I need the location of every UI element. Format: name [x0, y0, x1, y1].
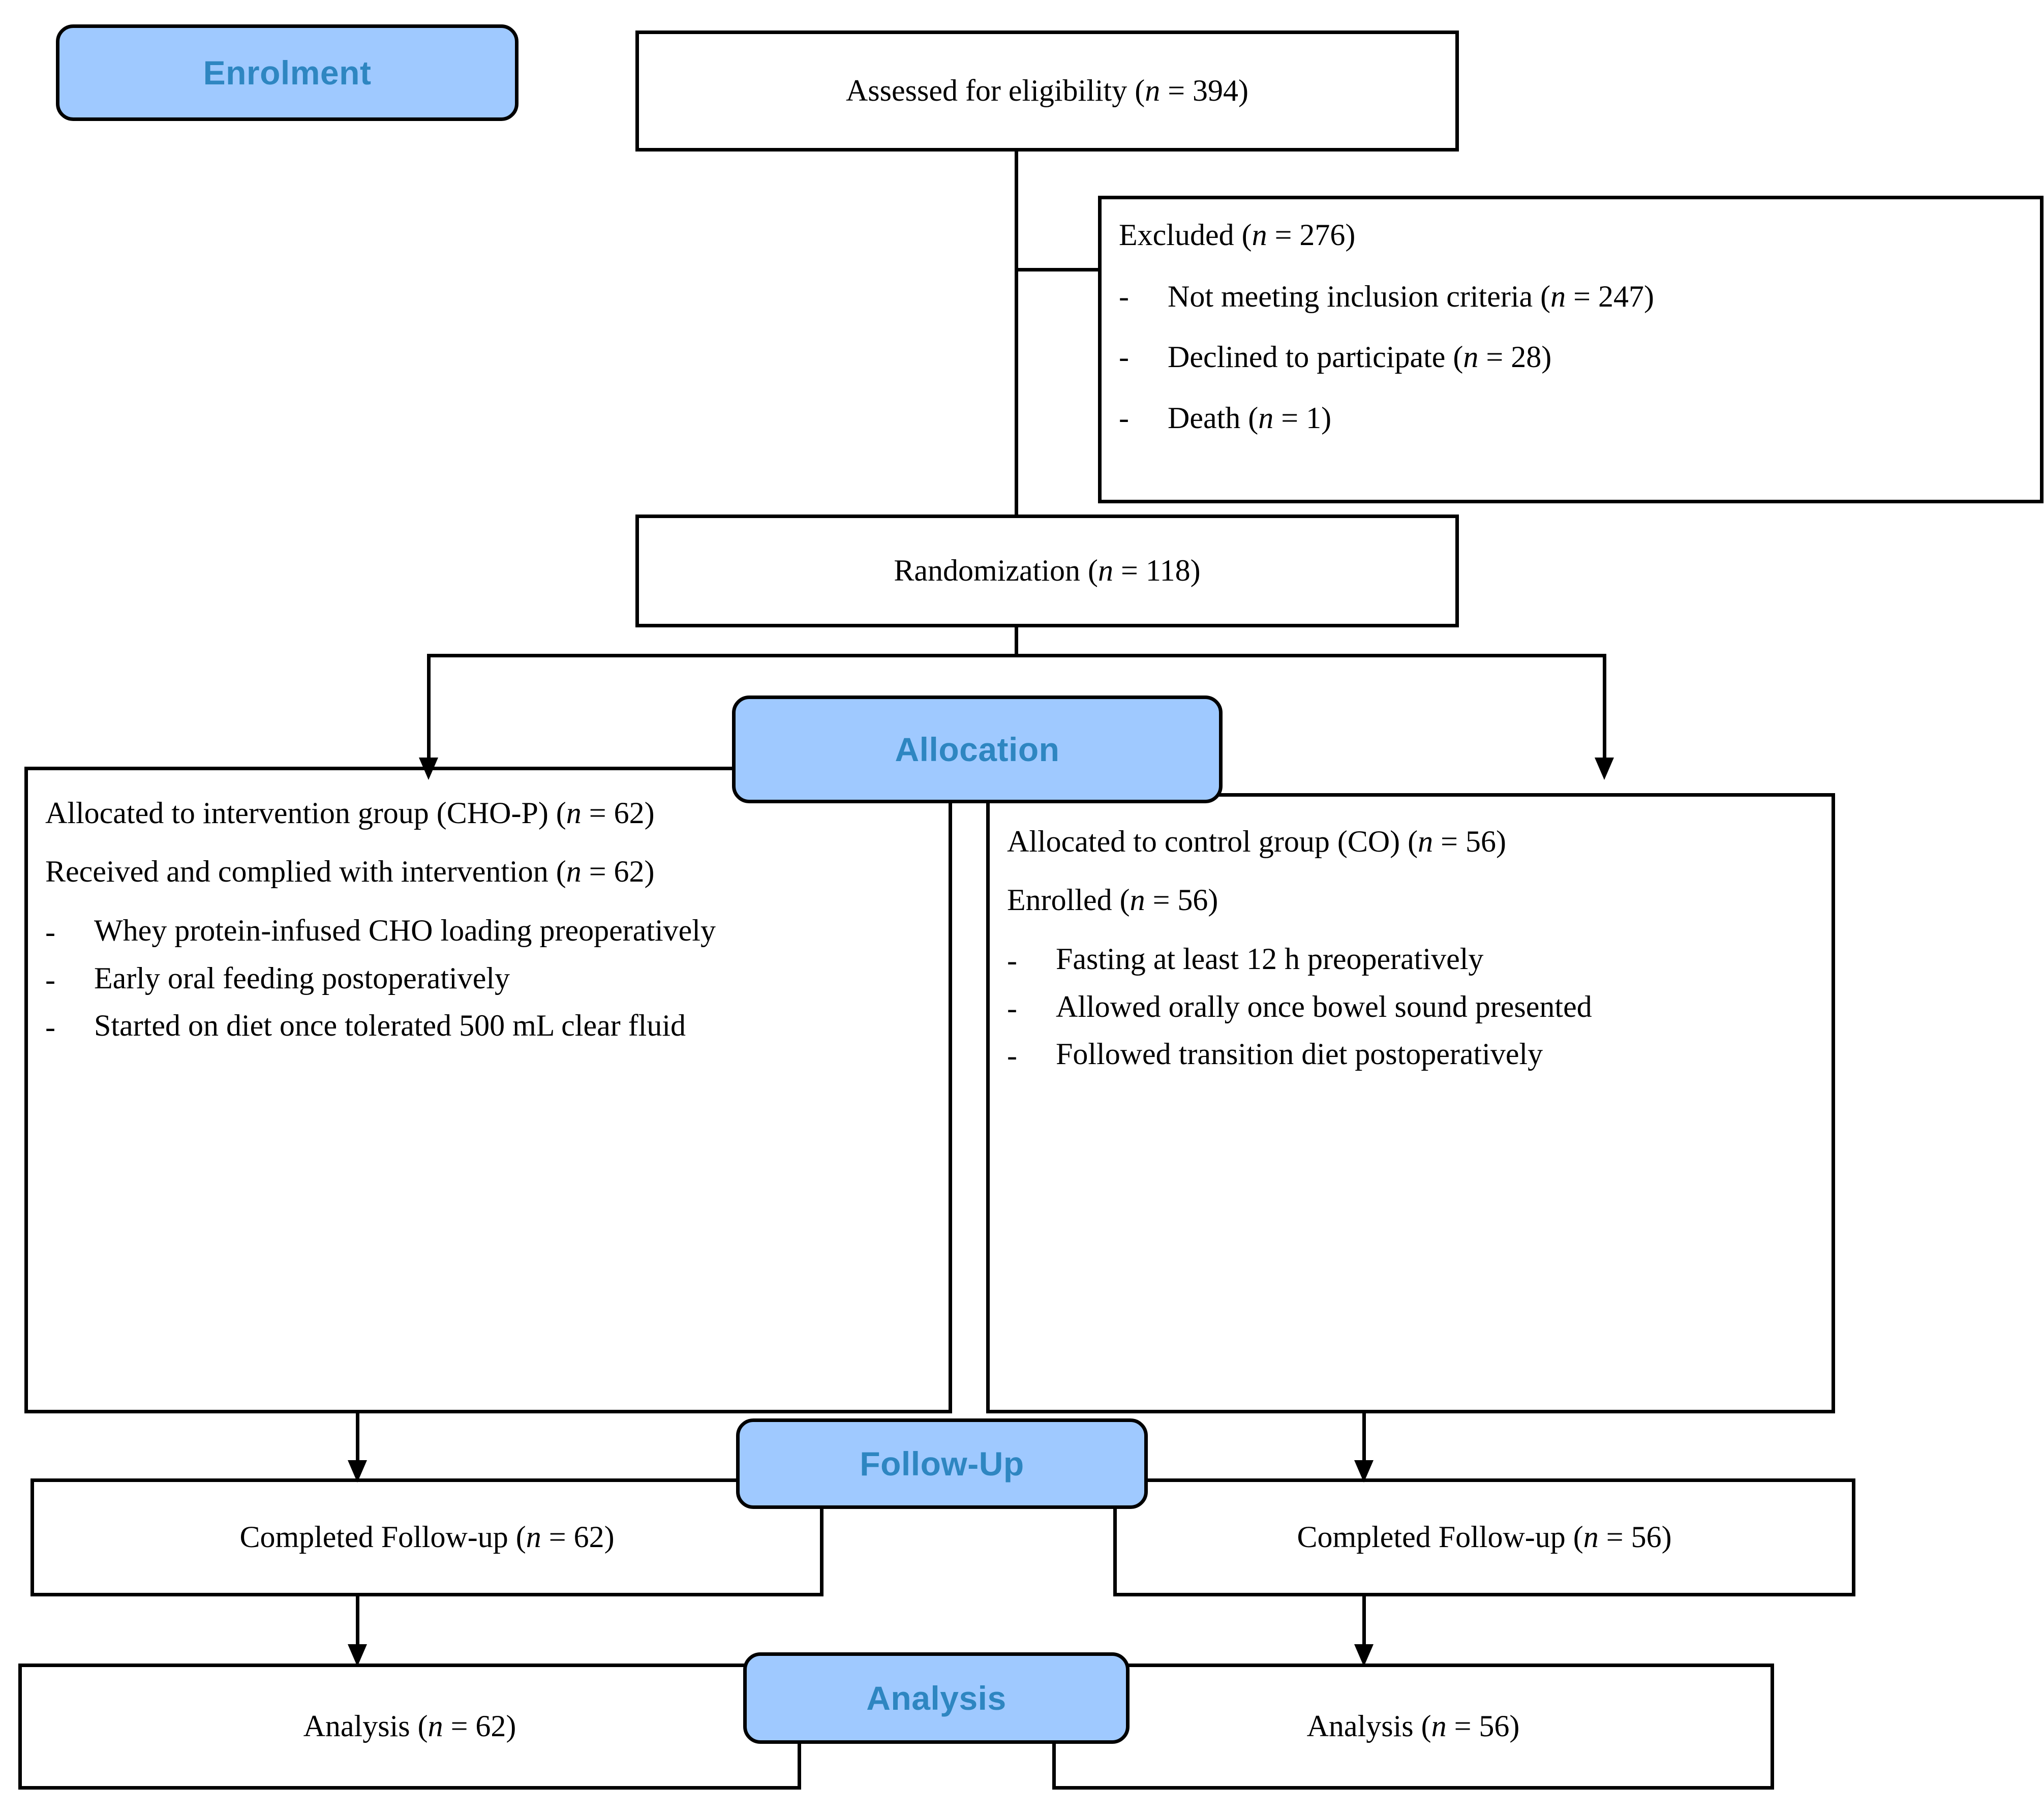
- bullet-dash-icon: -: [45, 915, 55, 949]
- intervention-bullet-row: - Started on diet once tolerated 500 mL …: [45, 1006, 931, 1049]
- n-symbol: n: [566, 855, 582, 889]
- bullet-dash-icon: -: [1119, 401, 1129, 435]
- stage-label-followup: Follow-Up: [736, 1418, 1148, 1509]
- connector-control-to-followup: [1362, 1413, 1366, 1469]
- connector-bus-to-intervention: [427, 654, 431, 767]
- control-bullet-text: Allowed orally once bowel sound presente…: [1056, 989, 1592, 1023]
- box-followup-left: Completed Follow-up (n = 62): [30, 1478, 823, 1596]
- n-symbol: n: [428, 1709, 443, 1743]
- box-allocated-control: Allocated to control group (CO) (n = 56)…: [986, 793, 1835, 1413]
- intervention-allocated-line: Allocated to intervention group (CHO-P) …: [45, 796, 655, 830]
- bullet-dash-icon: -: [45, 962, 55, 996]
- n-symbol: n: [1097, 554, 1113, 588]
- assessed-text: Assessed for eligibility (n = 394): [845, 74, 1249, 108]
- excluded-reason-text: Not meeting inclusion criteria (n = 247): [1168, 280, 1654, 314]
- n-symbol: n: [1130, 883, 1145, 917]
- excluded-reason-row: - Declined to participate (n = 28): [1119, 336, 2023, 379]
- control-bullet-row: - Allowed orally once bowel sound presen…: [1007, 987, 1814, 1030]
- control-enrolled-line: Enrolled (n = 56): [1007, 883, 1218, 917]
- box-randomization: Randomization (n = 118): [635, 515, 1459, 627]
- bullet-dash-icon: -: [1007, 991, 1017, 1025]
- control-bullet-text: Fasting at least 12 h preoperatively: [1056, 942, 1484, 976]
- stage-label-analysis-text: Analysis: [866, 1679, 1006, 1717]
- connector-intervention-to-followup: [356, 1413, 359, 1469]
- connector-allocation-bus: [427, 654, 1606, 657]
- n-symbol: n: [1145, 74, 1161, 108]
- n-symbol: n: [1463, 340, 1479, 374]
- stage-label-allocation-text: Allocation: [895, 731, 1060, 768]
- arrow-to-analysis-left: [348, 1644, 367, 1667]
- box-assessed-for-eligibility: Assessed for eligibility (n = 394): [635, 31, 1459, 152]
- arrow-to-followup-left: [348, 1460, 367, 1483]
- stage-label-followup-text: Follow-Up: [860, 1445, 1024, 1483]
- bullet-dash-icon: -: [1119, 280, 1129, 314]
- connector-randomization-stem: [1015, 627, 1018, 656]
- box-analysis-left: Analysis (n = 62): [18, 1664, 801, 1790]
- intervention-received-line: Received and complied with intervention …: [45, 855, 655, 889]
- intervention-bullet-text: Whey protein-infused CHO loading preoper…: [94, 914, 716, 948]
- excluded-reason-row: - Not meeting inclusion criteria (n = 24…: [1119, 275, 2023, 318]
- analysis-right-text: Analysis (n = 56): [1306, 1709, 1520, 1743]
- connector-followup-to-analysis-right: [1362, 1596, 1366, 1653]
- arrow-to-control-box: [1595, 758, 1614, 780]
- control-bullet-text: Followed transition diet postoperatively: [1056, 1037, 1543, 1071]
- box-allocated-intervention: Allocated to intervention group (CHO-P) …: [24, 767, 952, 1413]
- n-symbol: n: [1258, 401, 1274, 435]
- stage-label-analysis: Analysis: [743, 1652, 1130, 1744]
- arrow-to-intervention-box: [419, 758, 438, 780]
- arrow-to-analysis-right: [1354, 1644, 1374, 1667]
- excluded-reason-row: - Death (n = 1): [1119, 397, 2023, 440]
- intervention-bullet-row: - Whey protein-infused CHO loading preop…: [45, 911, 931, 954]
- control-bullet-row: - Followed transition diet postoperative…: [1007, 1034, 1814, 1077]
- box-analysis-right: Analysis (n = 56): [1052, 1664, 1774, 1790]
- excluded-reason-text: Death (n = 1): [1168, 401, 1332, 435]
- box-excluded: Excluded (n = 276) - Not meeting inclusi…: [1098, 196, 2043, 503]
- n-symbol: n: [1418, 825, 1433, 858]
- bullet-dash-icon: -: [1119, 340, 1129, 374]
- intervention-bullet-text: Started on diet once tolerated 500 mL cl…: [94, 1008, 686, 1042]
- connector-to-excluded-box: [1015, 268, 1101, 271]
- intervention-bullet-text: Early oral feeding postoperatively: [94, 961, 510, 995]
- box-followup-right: Completed Follow-up (n = 56): [1113, 1478, 1855, 1596]
- n-symbol: n: [566, 796, 582, 830]
- bullet-dash-icon: -: [1007, 944, 1017, 978]
- connector-followup-to-analysis-left: [356, 1596, 359, 1653]
- bullet-dash-icon: -: [1007, 1038, 1017, 1072]
- stage-label-enrolment-text: Enrolment: [203, 54, 372, 92]
- followup-left-text: Completed Follow-up (n = 62): [239, 1520, 615, 1554]
- n-symbol: n: [1431, 1709, 1447, 1743]
- connector-bus-to-control: [1603, 654, 1606, 767]
- n-symbol: n: [1252, 218, 1267, 252]
- arrow-to-followup-right: [1354, 1460, 1374, 1483]
- n-symbol: n: [1583, 1520, 1599, 1554]
- connector-assessed-to-randomization: [1015, 152, 1018, 515]
- bullet-dash-icon: -: [45, 1010, 55, 1044]
- randomization-text: Randomization (n = 118): [894, 554, 1201, 588]
- intervention-bullet-row: - Early oral feeding postoperatively: [45, 958, 931, 1002]
- analysis-left-text: Analysis (n = 62): [303, 1709, 516, 1743]
- control-bullet-row: - Fasting at least 12 h preoperatively: [1007, 939, 1814, 982]
- excluded-heading: Excluded (n = 276): [1119, 218, 1356, 252]
- followup-right-text: Completed Follow-up (n = 56): [1297, 1520, 1672, 1554]
- control-allocated-line: Allocated to control group (CO) (n = 56): [1007, 825, 1506, 858]
- n-symbol: n: [1550, 280, 1566, 314]
- stage-label-allocation: Allocation: [732, 696, 1223, 803]
- n-symbol: n: [526, 1520, 541, 1554]
- excluded-reason-text: Declined to participate (n = 28): [1168, 340, 1552, 374]
- stage-label-enrolment: Enrolment: [56, 24, 518, 121]
